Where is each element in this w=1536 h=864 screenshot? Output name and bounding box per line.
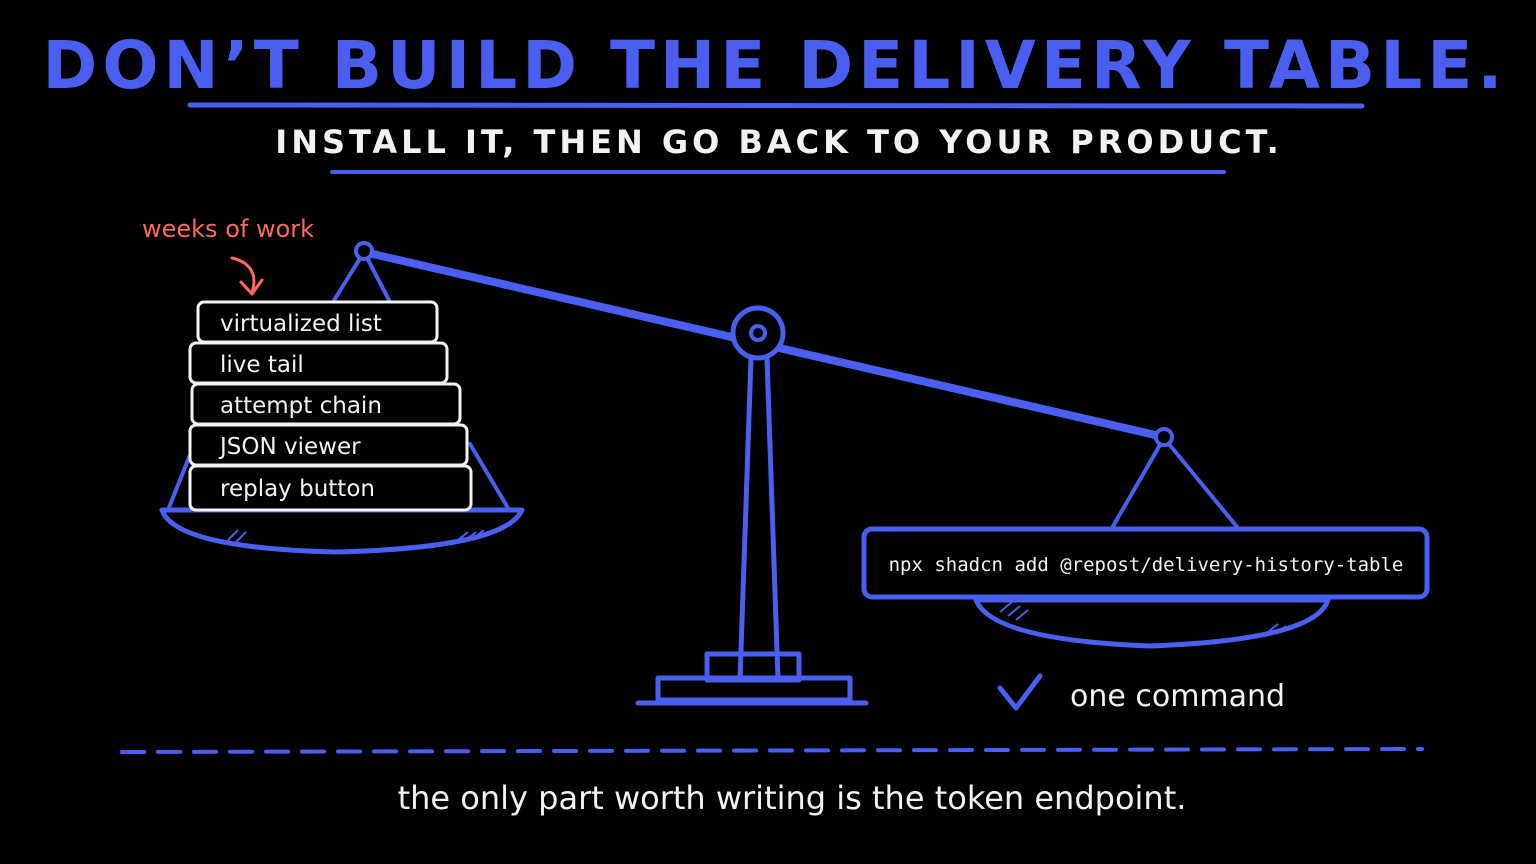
stack-block: live tail [188, 341, 449, 385]
dashed-divider [120, 747, 1424, 754]
weeks-of-work-annotation: weeks of work [142, 215, 314, 243]
right-hanger [1110, 436, 1240, 530]
left-hanger [166, 250, 510, 512]
left-stack: virtualized list live tail attempt chain… [188, 300, 473, 512]
page-subtitle: INSTALL IT, THEN GO BACK TO YOUR PRODUCT… [275, 123, 1282, 161]
stack-block-label: replay button [220, 476, 375, 502]
install-command: npx shadcn add @repost/delivery-history-… [889, 554, 1404, 576]
stack-block: JSON viewer [188, 423, 469, 467]
one-command-label: one command [1070, 679, 1285, 714]
stack-block: virtualized list [196, 300, 439, 344]
stack-block-label: JSON viewer [218, 434, 361, 460]
footer-caption: the only part worth writing is the token… [398, 779, 1187, 817]
title-underline [187, 102, 1365, 109]
stack-block: replay button [188, 464, 473, 512]
command-box: npx shadcn add @repost/delivery-history-… [861, 526, 1430, 600]
checkmark-icon [997, 673, 1043, 711]
stack-block-label: attempt chain [220, 393, 382, 419]
stack-block-label: virtualized list [220, 311, 382, 337]
scale-stand [635, 357, 869, 706]
pivot-inner [749, 324, 767, 342]
right-hanger-ring [1154, 427, 1174, 447]
left-hanger-ring [354, 241, 374, 261]
right-pan [973, 597, 1331, 649]
annotation-arrowhead [239, 278, 264, 296]
stack-block-label: live tail [220, 352, 304, 378]
stack-block: attempt chain [190, 382, 462, 426]
page-title: DON’T BUILD THE DELIVERY TABLE. [43, 27, 1508, 104]
left-pan [159, 507, 525, 555]
annotation-arrow-icon [230, 256, 256, 294]
